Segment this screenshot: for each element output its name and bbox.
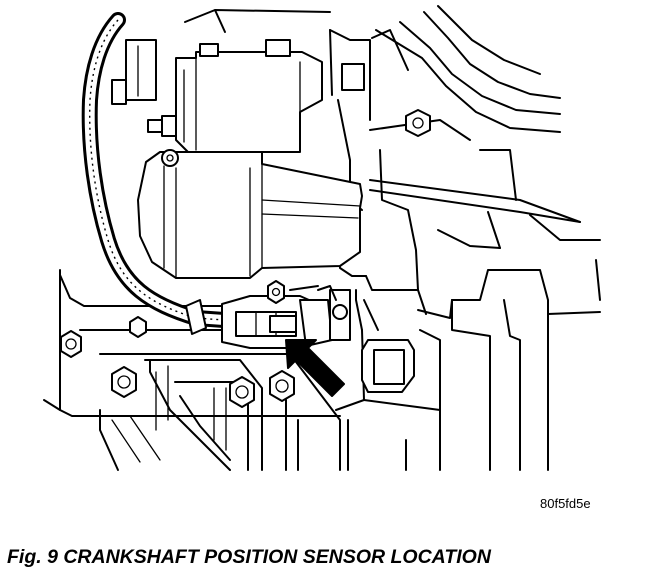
hex-bolt-icon: [60, 330, 82, 358]
transmission-housing: [369, 5, 601, 301]
sensor-mount-boss: [361, 299, 441, 441]
figure-caption: Fig. 9 CRANKSHAFT POSITION SENSOR LOCATI…: [7, 546, 492, 568]
starter-solenoid: [147, 39, 365, 153]
hex-bolt-icon: [269, 370, 295, 402]
hex-bolt-icon: [111, 366, 137, 398]
hex-bolt-icon: [267, 280, 285, 304]
starter-motor-body: [137, 149, 363, 279]
mount-bracket: [405, 269, 601, 471]
hex-bolt-icon: [229, 376, 255, 408]
arrow-icon: [285, 339, 345, 397]
hex-bolt-icon: [129, 316, 147, 338]
crankshaft-position-sensor: [221, 285, 351, 349]
wiring-harness: [81, 12, 232, 335]
lower-bracket-webbing: [99, 353, 341, 471]
figure-code: 80f5fd5e: [540, 496, 591, 511]
hex-bolt-icon: [405, 109, 431, 137]
